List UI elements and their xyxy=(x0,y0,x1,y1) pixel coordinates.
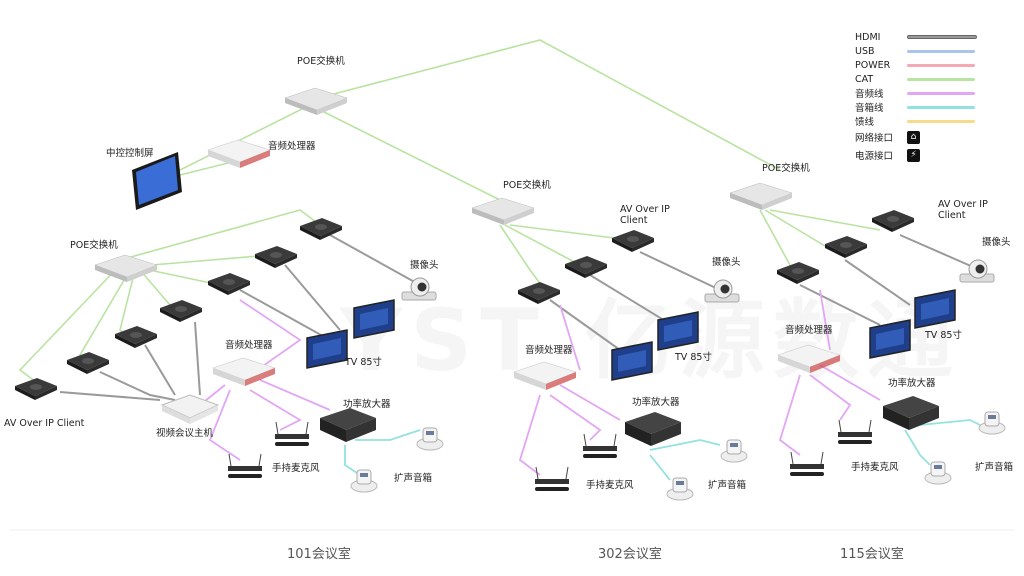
room115-speaker xyxy=(924,461,952,485)
room101-vc-host xyxy=(160,394,220,424)
core-poe-switch xyxy=(284,87,348,116)
room115-client xyxy=(777,262,819,284)
network-port-icon: ⌂ xyxy=(907,130,920,144)
room101-client xyxy=(15,378,57,400)
legend-item-hdmi: HDMI xyxy=(855,30,977,44)
room302-audio-processor-label: 音频处理器 xyxy=(525,345,573,356)
room302-tv-label: TV 85寸 xyxy=(675,352,712,363)
legend-item-power-port: 电源接口⚡ xyxy=(855,146,977,164)
legend-item-feeder: 馈线 xyxy=(855,114,977,128)
legend-item-cat: CAT xyxy=(855,72,977,86)
room302-mic-label: 手持麦克风 xyxy=(586,480,634,491)
room302-poe-switch xyxy=(471,197,535,226)
speaker-cables xyxy=(344,419,981,481)
legend-item-power: POWER xyxy=(855,58,977,72)
room115-speaker xyxy=(978,411,1006,435)
room101-tv xyxy=(306,329,348,369)
room302-client xyxy=(518,282,560,304)
room115-tv xyxy=(869,319,911,359)
hdmi-swatch xyxy=(907,35,977,39)
room302-camera-label: 摄像头 xyxy=(712,257,741,268)
room115-mic-label: 手持麦克风 xyxy=(851,462,899,473)
room101-mic-label: 手持麦克风 xyxy=(272,463,320,474)
room302-speaker xyxy=(720,439,748,463)
room115-tv xyxy=(914,289,956,329)
cat-swatch xyxy=(907,77,975,81)
room302-camera xyxy=(704,279,740,303)
legend-item-network-port: 网络接口⌂ xyxy=(855,128,977,146)
room101-speaker-label: 扩声音箱 xyxy=(394,473,433,484)
power-port-icon: ⚡ xyxy=(907,148,920,162)
core-audio-processor xyxy=(207,139,271,169)
room115-client-label: AV Over IP Client xyxy=(938,199,988,221)
room302-client-label: AV Over IP Client xyxy=(620,204,670,226)
control-screen-tablet xyxy=(132,152,182,210)
core-audio-processor-label: 音频处理器 xyxy=(268,141,316,152)
audio-swatch xyxy=(907,91,975,95)
legend-item-speaker: 音箱线 xyxy=(855,100,977,114)
speaker-swatch xyxy=(907,105,975,109)
legend-item-usb: USB xyxy=(855,44,977,58)
room115-client xyxy=(825,236,867,258)
room101-speaker xyxy=(416,427,444,451)
room115-speaker-label: 扩声音箱 xyxy=(975,462,1014,473)
feeder-swatch xyxy=(907,119,975,123)
room101-amplifier xyxy=(320,408,376,442)
room101-vc-host-label: 视频会议主机 xyxy=(156,428,214,439)
room115-client xyxy=(872,210,914,232)
room115-camera-label: 摄像头 xyxy=(982,237,1011,248)
core-poe-switch-label: POE交换机 xyxy=(297,56,345,67)
room115-poe-switch xyxy=(729,182,793,211)
room302-poe-switch-label: POE交换机 xyxy=(503,180,551,191)
room101-camera xyxy=(401,277,437,301)
usb-swatch xyxy=(907,49,975,53)
room302-amplifier-label: 功率放大器 xyxy=(632,397,680,408)
room101-tv-label: TV 85寸 xyxy=(345,357,382,368)
room101-mic xyxy=(227,453,263,479)
room302-mic xyxy=(534,466,570,492)
room115-tv-label: TV 85寸 xyxy=(925,330,962,341)
room101-camera-label: 摄像头 xyxy=(410,260,439,271)
room115-amplifier-label: 功率放大器 xyxy=(888,378,936,389)
room302-client xyxy=(565,256,607,278)
room101-client xyxy=(67,352,109,374)
room115-amplifier xyxy=(883,396,939,430)
hdmi-cables xyxy=(59,234,981,401)
room302-mic xyxy=(582,433,618,459)
room101-title: 101会议室 xyxy=(287,547,351,562)
room302-amplifier xyxy=(625,412,681,446)
watermark: YST 亿源数通 xyxy=(340,270,961,395)
room101-audio-processor-label: 音频处理器 xyxy=(225,340,273,351)
room115-mic xyxy=(789,451,825,477)
legend: HDMI USB POWER CAT 音频线 音箱线 馈线 网络接口⌂ 电源接口… xyxy=(855,30,977,164)
room302-tv xyxy=(657,311,699,351)
room115-poe-switch-label: POE交换机 xyxy=(762,163,810,174)
room101-tv xyxy=(353,299,395,339)
room302-title: 302会议室 xyxy=(598,547,662,562)
control-screen-label: 中控控制屏 xyxy=(106,148,154,159)
room101-client xyxy=(115,326,157,348)
room101-poe-switch-label: POE交换机 xyxy=(70,240,118,251)
room302-client xyxy=(612,230,654,252)
room115-mic xyxy=(837,419,873,445)
room302-speaker-label: 扩声音箱 xyxy=(708,480,747,491)
legend-item-audio: 音频线 xyxy=(855,86,977,100)
room101-mic xyxy=(274,421,310,447)
room101-client xyxy=(160,300,202,322)
room101-speaker xyxy=(350,469,378,493)
room115-audio-processor-label: 音频处理器 xyxy=(785,325,833,336)
room101-client xyxy=(300,218,342,240)
room302-audio-processor xyxy=(513,361,577,391)
room302-speaker xyxy=(666,477,694,501)
room101-amplifier-label: 功率放大器 xyxy=(343,399,391,410)
room115-title: 115会议室 xyxy=(840,547,904,562)
audio-cables xyxy=(199,289,881,476)
power-swatch xyxy=(907,63,975,67)
room101-client xyxy=(255,246,297,268)
room101-client-label: AV Over IP Client xyxy=(4,418,85,429)
